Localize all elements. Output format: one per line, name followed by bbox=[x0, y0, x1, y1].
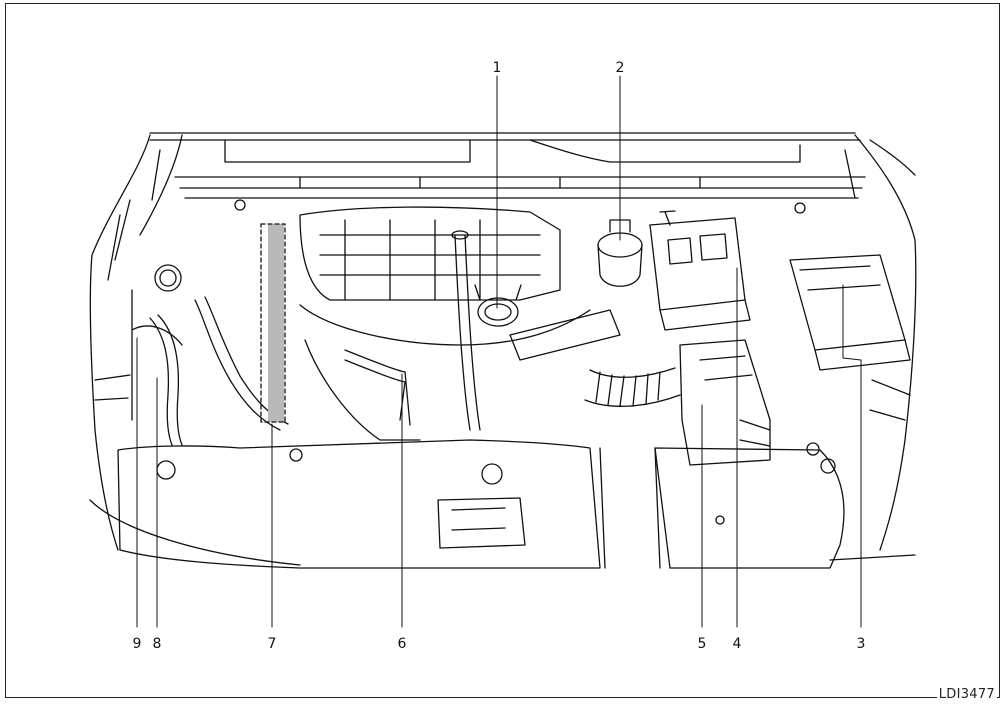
figure-frame bbox=[5, 3, 1000, 698]
leader-lines bbox=[136, 75, 862, 628]
intake-hoses bbox=[344, 230, 621, 431]
engine-cover bbox=[117, 199, 845, 569]
callout-3: 3 bbox=[857, 636, 866, 652]
hood-edge bbox=[149, 132, 861, 201]
battery bbox=[649, 210, 751, 331]
cowl-panel bbox=[174, 176, 866, 199]
dipstick-dashed-outline bbox=[260, 223, 286, 423]
callout-7: 7 bbox=[268, 636, 277, 652]
callout-6: 6 bbox=[398, 636, 407, 652]
callout-8: 8 bbox=[153, 636, 162, 652]
reservoir-cap bbox=[131, 264, 183, 421]
callout-9: 9 bbox=[133, 636, 142, 652]
figure-code: LDI3477 bbox=[936, 687, 997, 702]
right-fender bbox=[829, 134, 917, 561]
callout-4: 4 bbox=[733, 636, 742, 652]
callout-labels: 1 2 3 4 5 6 7 8 9 bbox=[133, 60, 866, 652]
callout-1: 1 bbox=[493, 60, 502, 76]
callout-2: 2 bbox=[616, 60, 625, 76]
callout-5: 5 bbox=[698, 636, 707, 652]
engine-block bbox=[299, 206, 591, 441]
dipstick-highlight bbox=[268, 224, 284, 422]
intake-duct bbox=[584, 367, 681, 407]
air-cleaner bbox=[679, 339, 771, 466]
left-hoses bbox=[149, 296, 289, 446]
oil-filler-cap bbox=[474, 284, 522, 327]
left-fender bbox=[89, 134, 301, 566]
fuse-box bbox=[789, 254, 911, 371]
